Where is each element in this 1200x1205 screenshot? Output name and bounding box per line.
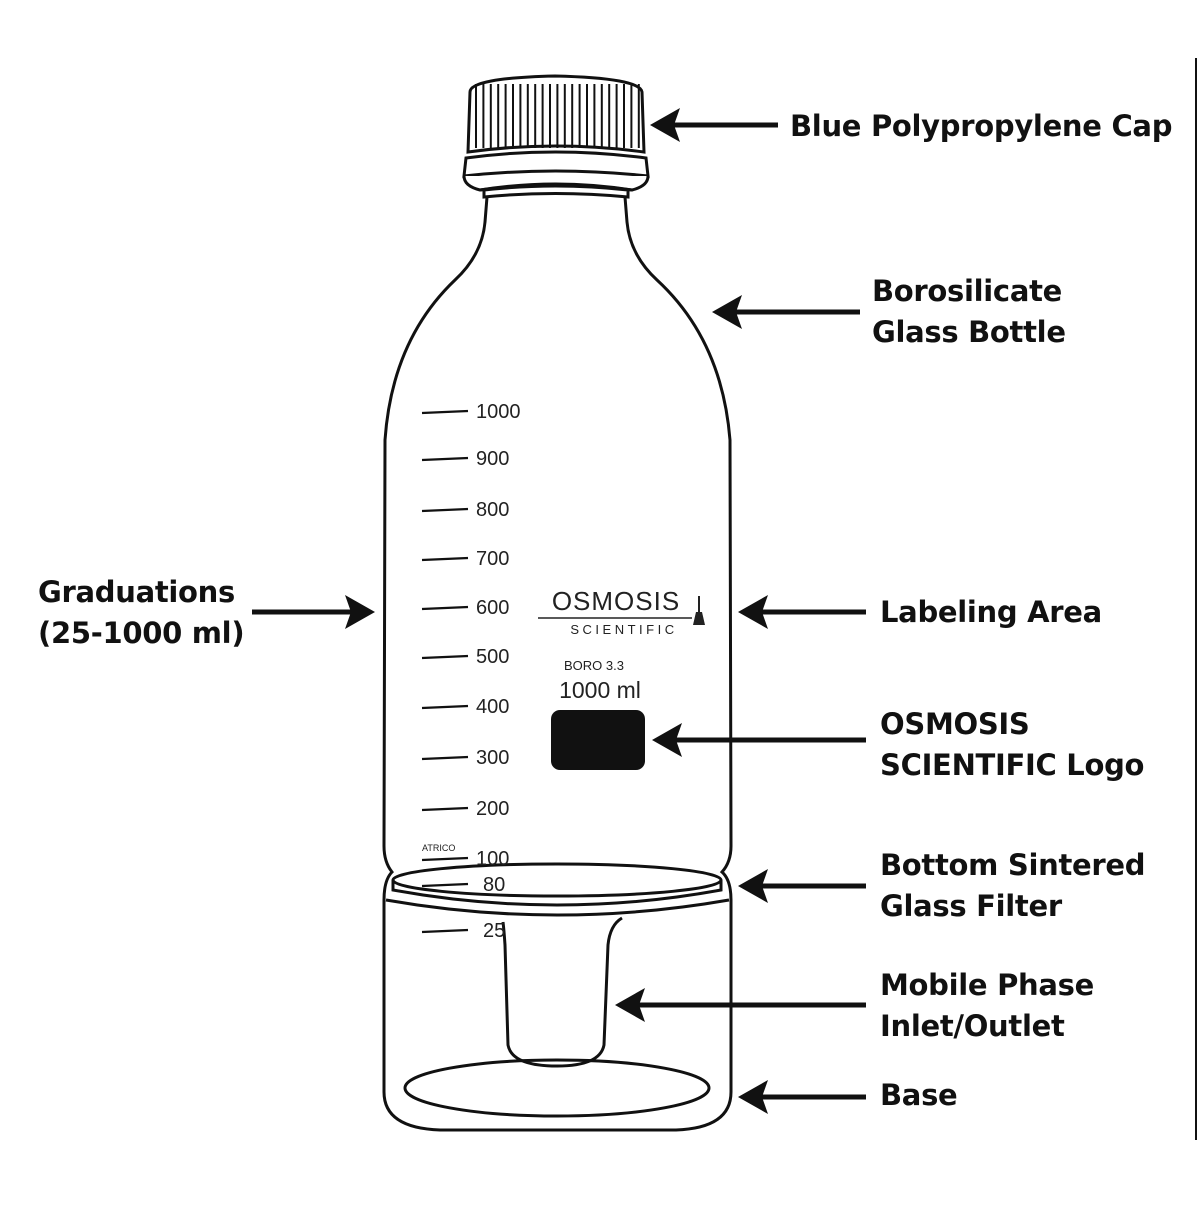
callout-filter-line1: Bottom Sintered bbox=[880, 848, 1146, 882]
callout-inlet-line2: Inlet/Outlet bbox=[880, 1009, 1065, 1043]
graduation-tick bbox=[421, 556, 469, 562]
graduation-tick bbox=[421, 882, 469, 888]
graduation-label: 400 bbox=[476, 696, 509, 718]
callout-filter: Bottom Sintered Glass Filter bbox=[880, 845, 1146, 927]
filter-disc-top bbox=[391, 862, 723, 898]
callout-arrows bbox=[252, 108, 866, 1114]
graduation-tick bbox=[421, 654, 469, 660]
graduation-tick bbox=[421, 409, 469, 415]
callout-cap: Blue Polypropylene Cap bbox=[790, 106, 1172, 147]
filter-disc-edge bbox=[391, 880, 723, 907]
graduations: 1000 900 800 700 600 500 400 300 200 100 80 25 ATRIC… bbox=[421, 401, 521, 942]
callout-labeling-text: Labeling Area bbox=[880, 595, 1102, 629]
graduation-tick bbox=[421, 605, 469, 611]
filter-lower-rim bbox=[385, 898, 730, 917]
callout-bottle-line1: Borosilicate bbox=[872, 274, 1063, 308]
bottle-right-wall bbox=[623, 196, 733, 901]
arrowhead-icon bbox=[738, 595, 768, 629]
callout-bottle: Borosilicate Glass Bottle bbox=[872, 271, 1066, 353]
graduation-label: 1000 bbox=[476, 401, 521, 423]
inlet-tube bbox=[501, 916, 623, 1068]
callout-graduations: Graduations (25-1000 ml) bbox=[38, 572, 245, 654]
graduation-tick bbox=[421, 806, 469, 812]
capacity-text: 1000 ml bbox=[559, 677, 641, 703]
arrowhead-icon bbox=[712, 295, 742, 329]
graduation-label: 500 bbox=[476, 646, 509, 668]
graduation-tick bbox=[421, 856, 469, 862]
arrowhead-icon bbox=[615, 988, 645, 1022]
callout-logo-line2: SCIENTIFIC Logo bbox=[880, 748, 1145, 782]
callout-logo: OSMOSIS SCIENTIFIC Logo bbox=[880, 704, 1144, 786]
bottle-lip bbox=[482, 184, 630, 199]
arrow-graduations bbox=[252, 595, 375, 629]
callout-base: Base bbox=[880, 1075, 958, 1116]
base-cup bbox=[382, 900, 733, 1132]
graduation-label: 25 bbox=[483, 920, 505, 942]
arrow-labeling bbox=[738, 595, 866, 629]
arrow-cap bbox=[650, 108, 778, 142]
arrow-inlet bbox=[615, 988, 866, 1022]
arrowhead-icon bbox=[652, 723, 682, 757]
callout-inlet: Mobile Phase Inlet/Outlet bbox=[880, 965, 1094, 1047]
graduation-small-mark: ATRICO bbox=[422, 843, 455, 853]
flask-logo-icon bbox=[693, 596, 705, 625]
brand-name: OSMOSIS bbox=[552, 586, 680, 616]
logo-block bbox=[551, 710, 645, 770]
graduation-tick bbox=[421, 456, 469, 462]
arrowhead-icon bbox=[345, 595, 375, 629]
brand-sub: SCIENTIFIC bbox=[570, 622, 677, 637]
graduation-tick bbox=[421, 704, 469, 710]
graduation-label: 800 bbox=[476, 499, 509, 521]
graduation-label: 600 bbox=[476, 597, 509, 619]
arrowhead-icon bbox=[738, 869, 768, 903]
bottle-body bbox=[382, 196, 733, 1132]
arrow-bottle bbox=[712, 295, 860, 329]
cap bbox=[462, 74, 650, 199]
graduation-tick bbox=[421, 507, 469, 513]
callout-logo-line1: OSMOSIS bbox=[880, 707, 1030, 741]
graduation-label: 900 bbox=[476, 448, 509, 470]
callout-labeling: Labeling Area bbox=[880, 592, 1102, 633]
graduation-label: 200 bbox=[476, 798, 509, 820]
callout-graduations-line2: (25-1000 ml) bbox=[38, 616, 245, 650]
callout-graduations-line1: Graduations bbox=[38, 575, 235, 609]
base-ellipse bbox=[403, 1058, 711, 1118]
arrowhead-icon bbox=[738, 1080, 768, 1114]
callout-inlet-line1: Mobile Phase bbox=[880, 968, 1094, 1002]
callout-base-text: Base bbox=[880, 1078, 958, 1112]
graduation-tick bbox=[421, 928, 469, 934]
callout-bottle-line2: Glass Bottle bbox=[872, 315, 1066, 349]
bottle-left-wall bbox=[382, 196, 489, 901]
callout-cap-text: Blue Polypropylene Cap bbox=[790, 109, 1173, 143]
callout-filter-line2: Glass Filter bbox=[880, 889, 1062, 923]
graduation-tick bbox=[421, 755, 469, 761]
arrowhead-icon bbox=[650, 108, 680, 142]
graduation-label: 100 bbox=[476, 848, 509, 870]
graduation-label: 80 bbox=[483, 874, 505, 896]
arrow-logo bbox=[652, 723, 866, 757]
graduation-label: 700 bbox=[476, 548, 509, 570]
material-text: BORO 3.3 bbox=[564, 658, 624, 673]
labeling-area: OSMOSIS SCIENTIFIC BORO 3.3 1000 ml bbox=[538, 586, 705, 703]
arrow-base bbox=[738, 1080, 866, 1114]
cap-rim bbox=[462, 150, 650, 178]
cap-ridges bbox=[475, 84, 640, 148]
arrow-filter bbox=[738, 869, 866, 903]
graduation-label: 300 bbox=[476, 747, 509, 769]
